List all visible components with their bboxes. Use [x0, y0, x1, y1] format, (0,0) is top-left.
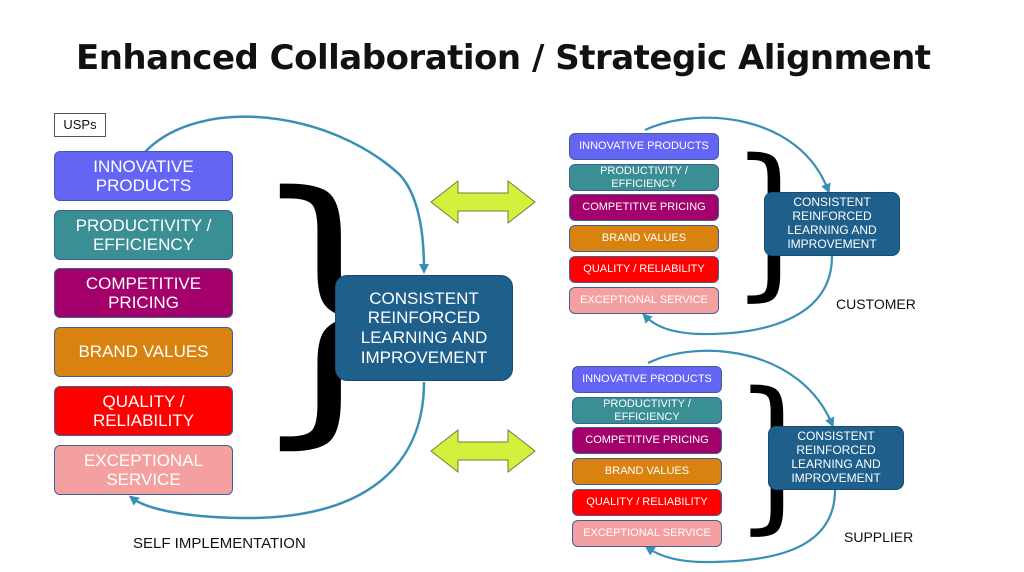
- customer-innovative-products: INNOVATIVE PRODUCTS: [569, 133, 719, 160]
- usp-innovative-products: INNOVATIVE PRODUCTS: [54, 151, 233, 201]
- center-learning-box: CONSISTENT REINFORCED LEARNING AND IMPRO…: [335, 275, 513, 381]
- supplier-competitive-pricing: COMPETITIVE PRICING: [572, 427, 722, 454]
- customer-competitive-pricing: COMPETITIVE PRICING: [569, 194, 719, 221]
- supplier-loop-bottom-arrow: [644, 489, 837, 564]
- usp-productivity-efficiency: PRODUCTIVITY / EFFICIENCY: [54, 210, 233, 260]
- supplier-innovative-products: INNOVATIVE PRODUCTS: [572, 366, 722, 393]
- self-loop-top-arrow: [144, 115, 429, 274]
- customer-productivity-efficiency: PRODUCTIVITY / EFFICIENCY: [569, 164, 719, 191]
- supplier-loop-top-arrow: [647, 349, 835, 428]
- supplier-productivity-efficiency: PRODUCTIVITY / EFFICIENCY: [572, 397, 722, 424]
- customer-learning-box: CONSISTENT REINFORCED LEARNING AND IMPRO…: [764, 192, 900, 256]
- customer-loop-top-arrow: [644, 116, 831, 194]
- page-title: Enhanced Collaboration / Strategic Align…: [76, 38, 931, 78]
- supplier-quality-reliability: QUALITY / RELIABILITY: [572, 489, 722, 516]
- customer-brand-values: BRAND VALUES: [569, 225, 719, 252]
- usp-exceptional-service: EXCEPTIONAL SERVICE: [54, 445, 233, 495]
- customer-exceptional-service: EXCEPTIONAL SERVICE: [569, 287, 719, 314]
- self-loop-bottom-arrow: [128, 381, 426, 520]
- supplier-learning-box: CONSISTENT REINFORCED LEARNING AND IMPRO…: [768, 426, 904, 490]
- usps-label: USPs: [54, 113, 106, 137]
- customer-label: CUSTOMER: [836, 296, 916, 312]
- self-implementation-label: SELF IMPLEMENTATION: [133, 535, 306, 552]
- supplier-label: SUPPLIER: [844, 529, 914, 545]
- customer-loop-bottom-arrow: [642, 255, 834, 336]
- customer-quality-reliability: QUALITY / RELIABILITY: [569, 256, 719, 283]
- usp-brand-values: BRAND VALUES: [54, 327, 233, 377]
- usp-competitive-pricing: COMPETITIVE PRICING: [54, 268, 233, 318]
- double-arrow-customer: [430, 179, 536, 225]
- supplier-brand-values: BRAND VALUES: [572, 458, 722, 485]
- usp-quality-reliability: QUALITY / RELIABILITY: [54, 386, 233, 436]
- double-arrow-supplier: [430, 428, 536, 474]
- supplier-exceptional-service: EXCEPTIONAL SERVICE: [572, 520, 722, 547]
